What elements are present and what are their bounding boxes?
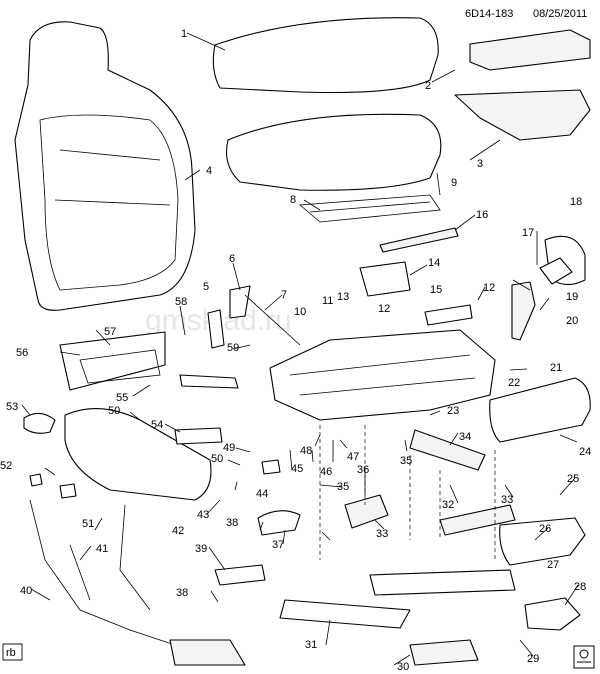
- seat-cushion-pad: [225, 113, 442, 191]
- corner-tag: rb: [6, 647, 16, 659]
- callout-18: 18: [570, 196, 582, 208]
- diagram-code: 6D14-183: [465, 8, 513, 20]
- callout-5: 5: [203, 281, 209, 293]
- callout-17: 17: [522, 227, 534, 239]
- lumbar-motor: [344, 494, 389, 529]
- callout-55: 55: [116, 392, 128, 404]
- callout-21: 21: [550, 362, 562, 374]
- callout-44: 44: [256, 488, 268, 500]
- callout-11: 11: [322, 295, 333, 307]
- front-rod: [379, 227, 459, 253]
- callout-7: 7: [281, 289, 287, 301]
- callout-25: 25: [567, 473, 579, 485]
- callout-9: 9: [451, 177, 457, 189]
- callout-20: 20: [566, 315, 578, 327]
- callout-38a: 38: [226, 517, 238, 529]
- side-shield-outer: [489, 377, 591, 443]
- callout-1: 1: [181, 28, 187, 40]
- callout-49: 49: [223, 442, 235, 454]
- callout-31: 31: [305, 639, 317, 651]
- callout-58: 58: [175, 296, 187, 308]
- recliner-handle: [179, 374, 239, 389]
- callout-35a: 35: [400, 455, 412, 467]
- seat-belt-buckle: [511, 281, 536, 341]
- callout-26: 26: [539, 523, 551, 535]
- callout-40: 40: [20, 585, 32, 597]
- drive-cable: [439, 504, 516, 536]
- adjuster-motor: [409, 429, 486, 471]
- callout-45: 45: [291, 463, 303, 475]
- callout-8: 8: [290, 194, 296, 206]
- callout-30: 30: [397, 661, 409, 673]
- switch-bezel: [174, 427, 223, 445]
- callout-42: 42: [172, 525, 184, 537]
- seat-frame: [269, 329, 496, 421]
- callout-56: 56: [16, 347, 28, 359]
- callout-33b: 33: [501, 494, 513, 506]
- back-panel: [59, 331, 166, 391]
- callout-52: 52: [0, 460, 12, 472]
- callout-33a: 33: [376, 528, 388, 540]
- callout-35b: 35: [337, 481, 349, 493]
- callout-47: 47: [347, 451, 359, 463]
- callout-23: 23: [447, 405, 459, 417]
- end-cap-cover: [524, 597, 581, 631]
- callout-41: 41: [96, 543, 108, 555]
- seat-track-left: [279, 599, 411, 629]
- rear-trim-cover: [499, 517, 586, 566]
- callout-2: 2: [425, 80, 431, 92]
- callout-53: 53: [6, 401, 18, 413]
- callout-12b: 12: [483, 282, 495, 294]
- spring-mat: [299, 194, 441, 223]
- callout-37: 37: [272, 539, 284, 551]
- parts-badge-icon: [573, 645, 595, 669]
- callout-34: 34: [459, 431, 471, 443]
- seat-track-right: [369, 569, 516, 596]
- callout-16: 16: [476, 209, 488, 221]
- callout-14: 14: [428, 257, 440, 269]
- seat-back: [14, 21, 196, 311]
- callout-12a: 12: [378, 303, 390, 315]
- callout-51: 51: [82, 518, 94, 530]
- callout-28: 28: [574, 581, 586, 593]
- seat-cushion-cover: [212, 17, 439, 94]
- diagram-date: 08/25/2011: [533, 8, 587, 20]
- callout-10: 10: [294, 306, 306, 318]
- callout-54: 54: [151, 419, 163, 431]
- heater-pad-upper: [469, 29, 591, 71]
- callout-57: 57: [104, 326, 116, 338]
- callout-6: 6: [229, 253, 235, 265]
- callout-59: 59: [227, 342, 239, 354]
- callout-50b: 50: [211, 453, 223, 465]
- callout-50a: 50: [108, 405, 120, 417]
- callout-24: 24: [579, 446, 591, 458]
- callout-43: 43: [197, 509, 209, 521]
- side-shield-inner: [64, 408, 212, 501]
- callout-27: 27: [547, 559, 559, 571]
- callout-19: 19: [566, 291, 578, 303]
- callout-38b: 38: [176, 587, 188, 599]
- callout-29: 29: [527, 653, 539, 665]
- callout-39: 39: [195, 543, 207, 555]
- callout-22: 22: [508, 377, 520, 389]
- callout-13: 13: [337, 291, 349, 303]
- callout-46: 46: [320, 466, 332, 478]
- callout-4: 4: [206, 165, 212, 177]
- corner-tag-box: [2, 643, 23, 661]
- heater-pad-lower: [454, 89, 591, 141]
- callout-48: 48: [300, 445, 312, 457]
- callout-3: 3: [477, 158, 483, 170]
- callout-36: 36: [357, 464, 369, 476]
- callout-15: 15: [430, 284, 442, 296]
- wiring-harness: [29, 499, 241, 661]
- track-bracket: [409, 639, 479, 666]
- callout-32: 32: [442, 499, 454, 511]
